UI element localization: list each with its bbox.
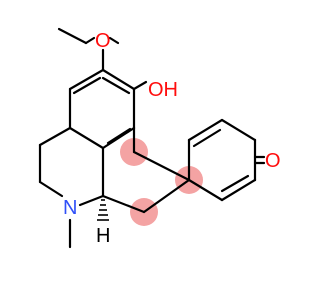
bond-five-4: [101, 194, 146, 214]
bond-ar-3: [68, 126, 105, 150]
bond-dienone-2: [187, 118, 224, 142]
bond-dienone-5-inner: [220, 174, 250, 193]
ketone-oxygen-label: O: [265, 150, 281, 172]
bond-pip-4: [78, 194, 105, 207]
bond-pip-3: [38, 180, 64, 198]
bond-ar-6-inner: [101, 76, 131, 95]
bond-five-2: [132, 150, 191, 182]
molecule-structure: O OH O N H: [38, 27, 281, 249]
bond-dienone-2-inner: [192, 128, 222, 148]
bond-hydroxyl: [132, 80, 148, 91]
hydroxyl-label: OH: [148, 79, 178, 101]
bond-ar-6: [101, 68, 136, 91]
bond-dienone-3: [220, 118, 257, 142]
bond-dienone-6: [187, 178, 224, 202]
stereo-hydrogen-label: H: [96, 225, 110, 247]
stereo-hash-wedge: [97, 199, 109, 221]
bond-ar-4-inner: [106, 127, 132, 145]
nitrogen-label: N: [63, 197, 77, 219]
bond-methoxy-o-right: [108, 36, 120, 45]
bond-ar-1-inner: [72, 76, 102, 95]
bond-dienone-5: [220, 178, 257, 202]
bond-five-3: [142, 178, 191, 214]
structure-canvas: O OH O N H: [38, 27, 281, 249]
methoxy-oxygen-label: O: [95, 30, 111, 52]
bond-ar-4: [101, 126, 136, 150]
bond-methoxy-o-left: [84, 36, 96, 45]
bond-ar-1: [68, 68, 105, 91]
bond-pip-1: [38, 126, 72, 147]
bond-methoxy-methyl: [57, 27, 88, 45]
